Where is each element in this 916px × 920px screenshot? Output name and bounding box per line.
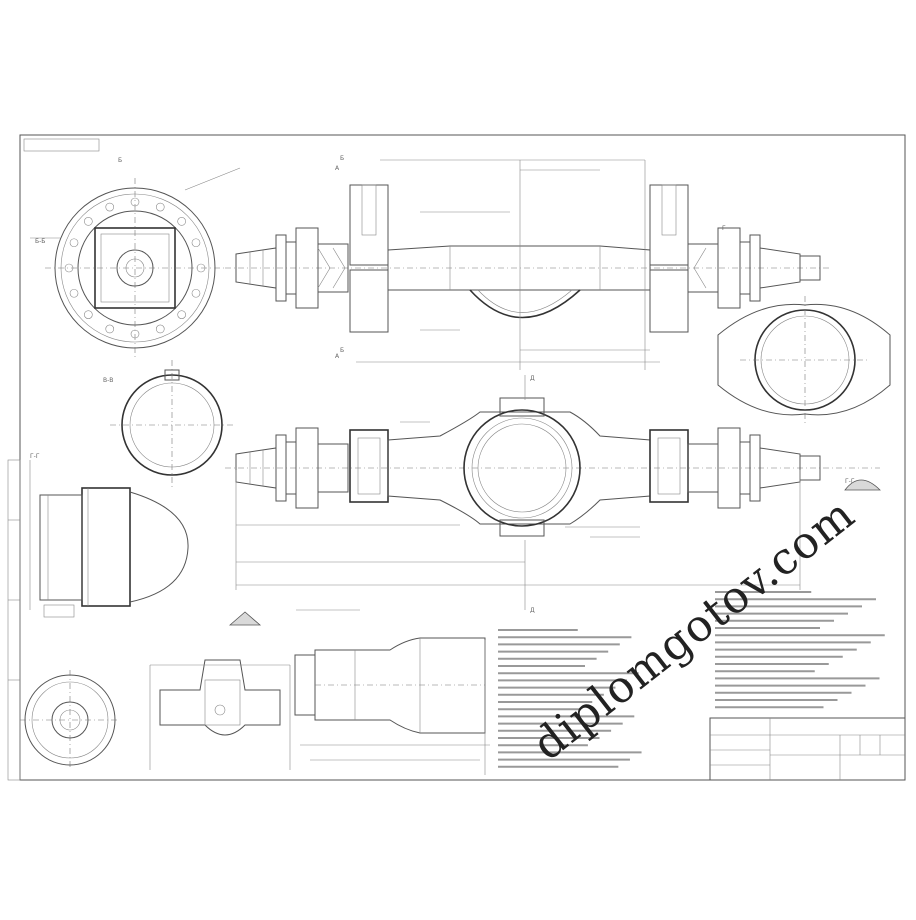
- bolt-hole: [191, 288, 201, 298]
- svg-text:Г-Г: Г-Г: [845, 478, 855, 485]
- bolt-hole: [177, 217, 186, 226]
- bolt-hole: [105, 324, 115, 334]
- section-label-a-top: А: [335, 165, 340, 172]
- bolt-hole: [105, 202, 115, 212]
- svg-text:Г: Г: [722, 225, 726, 232]
- bolt-hole: [84, 217, 93, 226]
- section-v-ring: [110, 360, 235, 490]
- bolt-hole: [196, 263, 206, 273]
- bolt-hole: [84, 310, 93, 319]
- svg-text:Г-Г: Г-Г: [30, 453, 40, 460]
- sheet-frame: [19, 134, 906, 781]
- bolt-hole: [64, 263, 74, 273]
- bracket-detail-view: [149, 611, 291, 770]
- bolt-hole: [69, 238, 79, 248]
- svg-text:Б-Б: Б-Б: [35, 238, 45, 245]
- technical-requirements: [498, 591, 885, 768]
- title-block: [709, 717, 906, 781]
- section-label-b: Б: [118, 157, 122, 164]
- svg-text:Б: Б: [340, 347, 344, 354]
- axle-top-view: [225, 159, 830, 370]
- bolt-hole: [191, 238, 201, 248]
- corner-stamp: [23, 138, 100, 152]
- bolt-hole: [155, 324, 165, 334]
- binding-strip: [7, 459, 21, 781]
- shaft-detail-view: [294, 609, 490, 775]
- bolt-hole: [177, 310, 186, 319]
- bolt-hole: [130, 329, 140, 339]
- svg-text:Б: Б: [340, 155, 344, 162]
- housing-section-view: [29, 460, 189, 618]
- hub-cap-view: [20, 670, 120, 770]
- svg-text:Д: Д: [530, 607, 535, 614]
- axle-front-view: [225, 375, 880, 610]
- svg-text:В-В: В-В: [103, 377, 113, 384]
- bolt-hole: [130, 197, 140, 207]
- axle-beam-section-view: [717, 296, 891, 425]
- bolt-hole: [69, 288, 79, 298]
- svg-text:А: А: [335, 353, 340, 360]
- flange-end-view: [30, 167, 241, 358]
- section-label-d: Д: [530, 375, 535, 382]
- bolt-hole: [155, 202, 165, 212]
